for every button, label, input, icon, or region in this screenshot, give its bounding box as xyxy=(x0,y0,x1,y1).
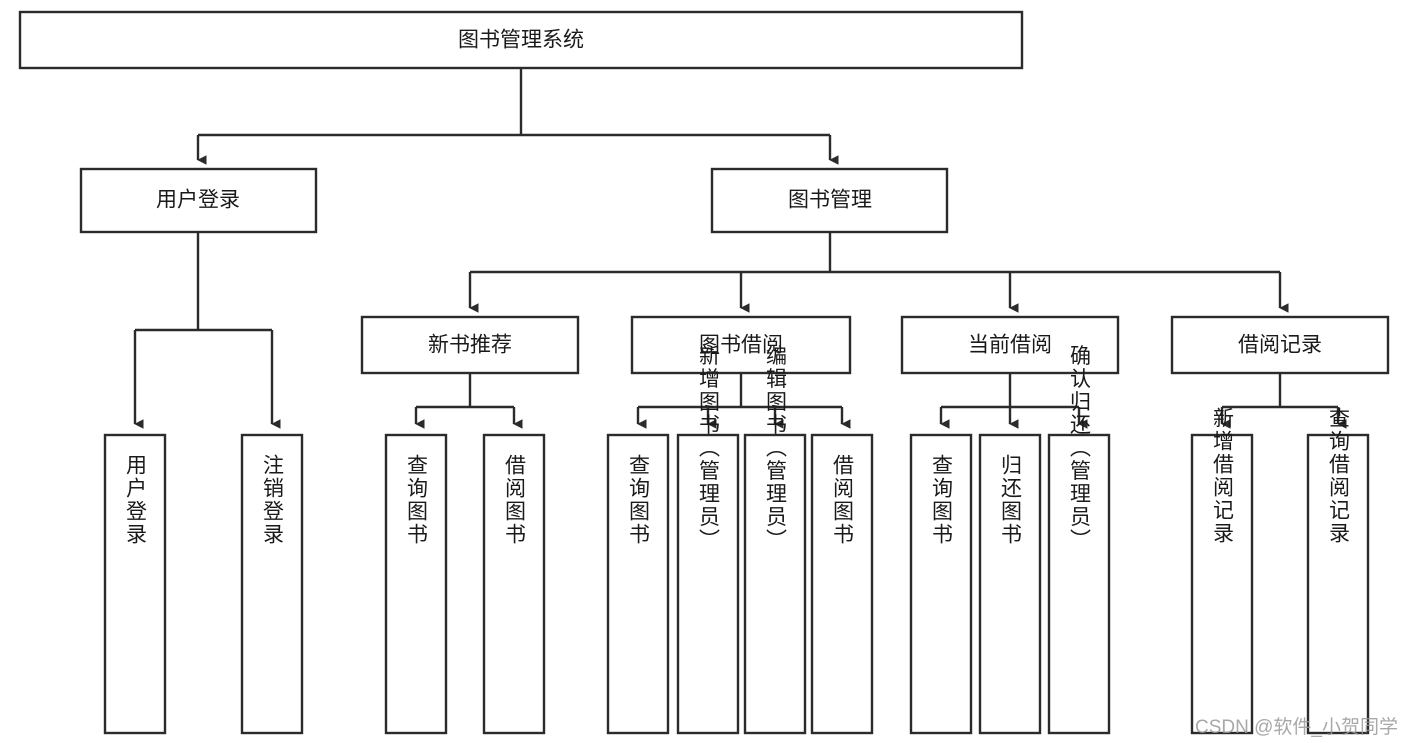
csdn-watermark: CSDN @软件_小贺同学 xyxy=(1195,716,1398,738)
node-leaf-borrow-book-2-label: 借阅图书 xyxy=(831,454,855,546)
node-leaf-user-logout-label: 注销登录 xyxy=(261,454,285,546)
node-leaf-query-book-1[interactable]: 查询图书 xyxy=(384,433,448,735)
node-leaf-edit-book[interactable]: 编辑图书（管理员） xyxy=(743,345,807,735)
connectors-layer xyxy=(133,68,1347,429)
node-leaf-return-book-label: 归还图书 xyxy=(999,454,1023,546)
node-user-login[interactable]: 用户登录 xyxy=(79,167,318,234)
node-leaf-add-book-box[interactable] xyxy=(676,433,740,735)
node-leaf-query-record-box[interactable] xyxy=(1306,433,1370,735)
node-leaf-return-book-box[interactable] xyxy=(978,433,1042,735)
node-leaf-borrow-book-2-box[interactable] xyxy=(810,433,874,735)
node-book-borrow-label: 图书借阅 xyxy=(699,334,783,357)
node-new-book-recommend[interactable]: 新书推荐 xyxy=(360,315,580,375)
node-book-manage[interactable]: 图书管理 xyxy=(710,167,949,234)
node-leaf-borrow-book-1-label: 借阅图书 xyxy=(503,454,527,546)
node-leaf-query-book-3-label: 查询图书 xyxy=(930,454,954,546)
node-leaf-query-book-1-box[interactable] xyxy=(384,433,448,735)
node-leaf-confirm-return[interactable]: 确认归还（管理员） xyxy=(1047,345,1111,735)
node-root[interactable]: 图书管理系统 xyxy=(18,10,1024,70)
node-leaf-confirm-return-box[interactable] xyxy=(1047,433,1111,735)
connector-user-login-to-leaves xyxy=(133,232,281,429)
node-leaf-borrow-book-1-box[interactable] xyxy=(482,433,546,735)
connector-root-to-level2 xyxy=(196,68,839,165)
node-borrow-record[interactable]: 借阅记录 xyxy=(1170,315,1390,375)
node-leaf-add-book-label: 新增图书（管理员） xyxy=(697,345,721,552)
connector-book-manage-to-level3 xyxy=(468,232,1289,313)
node-leaf-user-login[interactable]: 用户登录 xyxy=(103,433,167,735)
node-root-box[interactable] xyxy=(18,10,1024,70)
node-book-borrow-box[interactable] xyxy=(630,315,852,375)
node-leaf-add-record[interactable]: 新增借阅记录 xyxy=(1190,407,1254,735)
node-leaf-user-login-box[interactable] xyxy=(103,433,167,735)
node-leaf-user-login-label: 用户登录 xyxy=(124,454,148,546)
node-leaf-edit-book-box[interactable] xyxy=(743,433,807,735)
node-leaf-query-record[interactable]: 查询借阅记录 xyxy=(1306,407,1370,735)
node-leaf-query-record-label: 查询借阅记录 xyxy=(1327,407,1351,545)
node-book-manage-box[interactable] xyxy=(710,167,949,234)
connector-borrow-record-to-leaves xyxy=(1220,373,1347,429)
node-current-borrow[interactable]: 当前借阅 xyxy=(900,315,1120,375)
node-book-borrow[interactable]: 图书借阅 xyxy=(630,315,852,375)
node-root-label: 图书管理系统 xyxy=(458,29,584,52)
node-leaf-add-record-box[interactable] xyxy=(1190,433,1254,735)
node-leaf-confirm-return-label: 确认归还（管理员） xyxy=(1068,345,1092,552)
node-leaf-return-book[interactable]: 归还图书 xyxy=(978,433,1042,735)
node-leaf-edit-book-label: 编辑图书（管理员） xyxy=(764,345,788,552)
node-leaf-borrow-book-2[interactable]: 借阅图书 xyxy=(810,433,874,735)
node-leaf-add-record-label: 新增借阅记录 xyxy=(1211,407,1235,545)
node-leaf-add-book[interactable]: 新增图书（管理员） xyxy=(676,345,740,735)
node-leaf-query-book-3[interactable]: 查询图书 xyxy=(909,433,973,735)
node-new-book-recommend-label: 新书推荐 xyxy=(428,334,512,357)
node-leaf-query-book-2-label: 查询图书 xyxy=(627,454,651,546)
node-leaf-user-logout[interactable]: 注销登录 xyxy=(240,433,304,735)
node-leaf-query-book-2[interactable]: 查询图书 xyxy=(606,433,670,735)
connector-book-borrow-to-leaves xyxy=(636,373,851,429)
node-leaf-borrow-book-1[interactable]: 借阅图书 xyxy=(482,433,546,735)
node-user-login-box[interactable] xyxy=(79,167,318,234)
node-new-book-recommend-box[interactable] xyxy=(360,315,580,375)
node-leaf-user-logout-box[interactable] xyxy=(240,433,304,735)
connector-current-borrow-to-leaves xyxy=(939,373,1088,429)
node-book-manage-label: 图书管理 xyxy=(788,189,872,212)
node-borrow-record-label: 借阅记录 xyxy=(1238,334,1322,357)
node-current-borrow-label: 当前借阅 xyxy=(968,334,1052,357)
node-current-borrow-box[interactable] xyxy=(900,315,1120,375)
node-leaf-query-book-1-label: 查询图书 xyxy=(405,454,429,546)
node-leaf-query-book-3-box[interactable] xyxy=(909,433,973,735)
node-borrow-record-box[interactable] xyxy=(1170,315,1390,375)
node-user-login-label: 用户登录 xyxy=(156,189,240,212)
connector-new-book-recommend-to-leaves xyxy=(414,373,523,429)
node-leaf-query-book-2-box[interactable] xyxy=(606,433,670,735)
